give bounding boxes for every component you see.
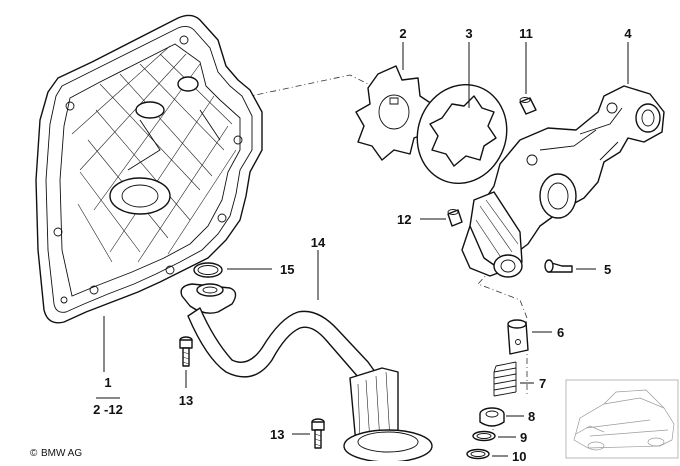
oil-pickup-tube	[180, 283, 433, 463]
callout-8: 8	[528, 409, 535, 424]
callout-5: 5	[604, 262, 611, 277]
copyright-text: BMW AG	[41, 448, 82, 459]
callout-3: 3	[465, 26, 472, 41]
relief-valve-spring-7	[493, 361, 517, 397]
spring-seat-8	[479, 407, 505, 427]
timing-cover	[35, 14, 263, 324]
callout-9: 9	[520, 430, 527, 445]
callout-labels: 1 2 -12 2 3 4 5 6 7 8 9 10 11 12 13 13 1…	[93, 26, 632, 464]
callout-4: 4	[624, 26, 632, 41]
callout-13-bottom: 13	[270, 427, 284, 442]
callout-10: 10	[512, 449, 526, 461]
callout-12: 12	[397, 212, 411, 227]
bolt-13-bottom	[311, 418, 325, 449]
bolt-5	[544, 259, 573, 273]
dowel-sleeve-11	[519, 97, 537, 115]
callout-11: 11	[519, 26, 533, 41]
circlip-9	[472, 430, 496, 442]
callout-6: 6	[557, 325, 564, 340]
washer-10	[466, 448, 490, 460]
inner-rotor	[355, 65, 433, 161]
callout-1-range: 2 -12	[93, 402, 123, 417]
callout-1: 1	[104, 375, 111, 390]
leader-lines	[96, 42, 629, 457]
copyright-notice: © BMW AG	[30, 448, 82, 459]
outer-rotor	[416, 83, 508, 185]
callout-13-left: 13	[179, 393, 193, 408]
bolt-13-left	[179, 336, 193, 367]
relief-valve-piston-6	[507, 319, 529, 355]
vehicle-thumbnail	[565, 379, 679, 459]
callout-2: 2	[399, 26, 406, 41]
callout-14: 14	[311, 235, 326, 250]
copyright-symbol: ©	[30, 448, 38, 459]
o-ring-15	[193, 262, 223, 278]
callout-7: 7	[539, 376, 546, 391]
callout-15: 15	[280, 262, 294, 277]
sleeve-12	[447, 209, 463, 227]
oil-pump-housing	[461, 85, 665, 278]
